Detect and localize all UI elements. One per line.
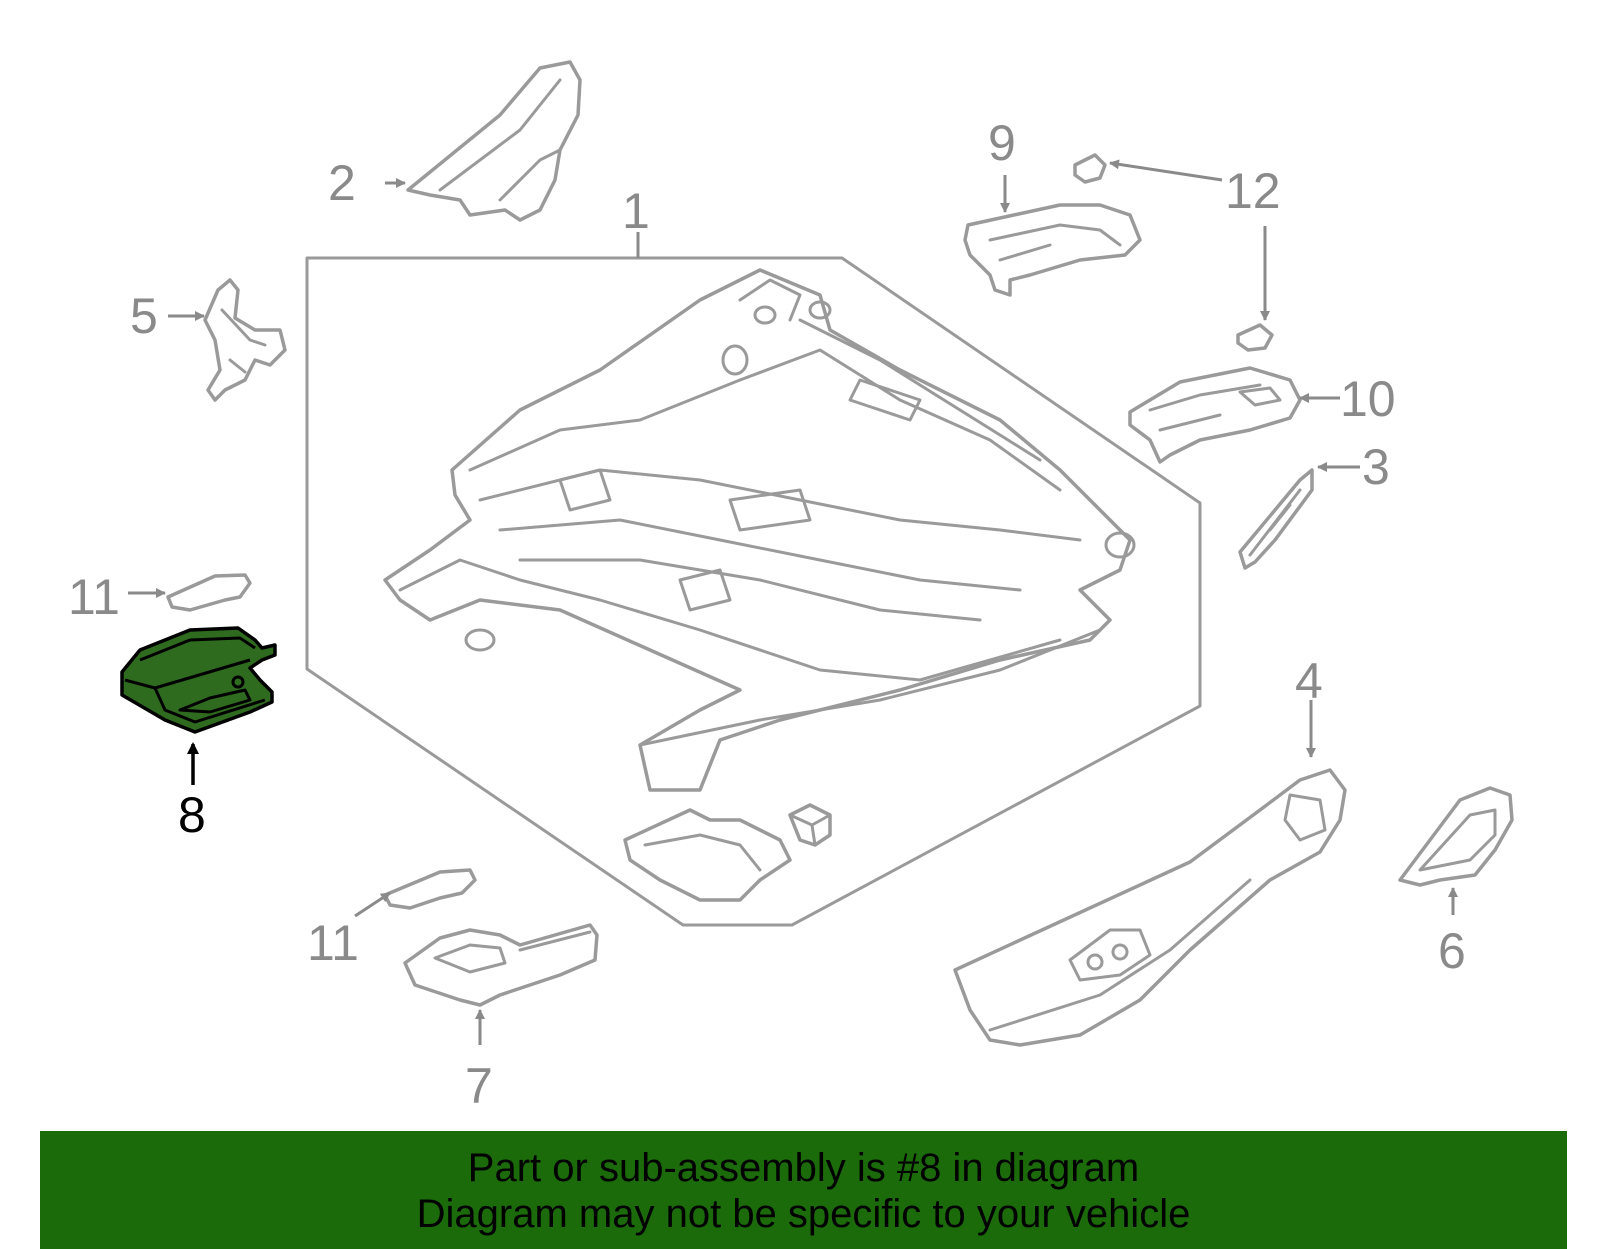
- callout-7: 7: [465, 1058, 493, 1114]
- part-6[interactable]: [1398, 786, 1514, 915]
- callout-11-lower: 11: [307, 915, 359, 971]
- callout-5: 5: [130, 288, 158, 344]
- callout-12: 12: [1225, 163, 1281, 219]
- part-7[interactable]: [403, 923, 599, 1045]
- callout-8: 8: [178, 787, 206, 843]
- part-3[interactable]: [1238, 462, 1360, 570]
- part-10[interactable]: [1128, 366, 1340, 464]
- part-11-cover-upper[interactable]: [128, 573, 252, 612]
- callout-1: 1: [622, 183, 650, 239]
- info-banner: Part or sub-assembly is #8 in diagram Di…: [40, 1131, 1567, 1249]
- part-2[interactable]: [385, 60, 582, 222]
- part-12-clip-top[interactable]: [1073, 153, 1223, 184]
- part-1-seat-frame[interactable]: [305, 232, 1202, 927]
- callout-3: 3: [1362, 439, 1390, 495]
- callout-9: 9: [988, 115, 1016, 171]
- banner-line-2: Diagram may not be specific to your vehi…: [416, 1192, 1191, 1236]
- part-9[interactable]: [963, 175, 1142, 297]
- callout-10: 10: [1340, 371, 1396, 427]
- callout-2: 2: [328, 155, 356, 211]
- callout-11-upper: 11: [68, 569, 120, 625]
- banner-line-1: Part or sub-assembly is #8 in diagram: [467, 1146, 1140, 1190]
- callout-6: 6: [1438, 923, 1466, 979]
- part-8-highlighted[interactable]: [120, 626, 277, 785]
- part-11-cover-lower[interactable]: [354, 868, 477, 918]
- part-12-clip-lower[interactable]: [1236, 226, 1274, 352]
- part-4[interactable]: [953, 700, 1347, 1047]
- part-5[interactable]: [168, 278, 287, 402]
- callout-4: 4: [1295, 653, 1323, 709]
